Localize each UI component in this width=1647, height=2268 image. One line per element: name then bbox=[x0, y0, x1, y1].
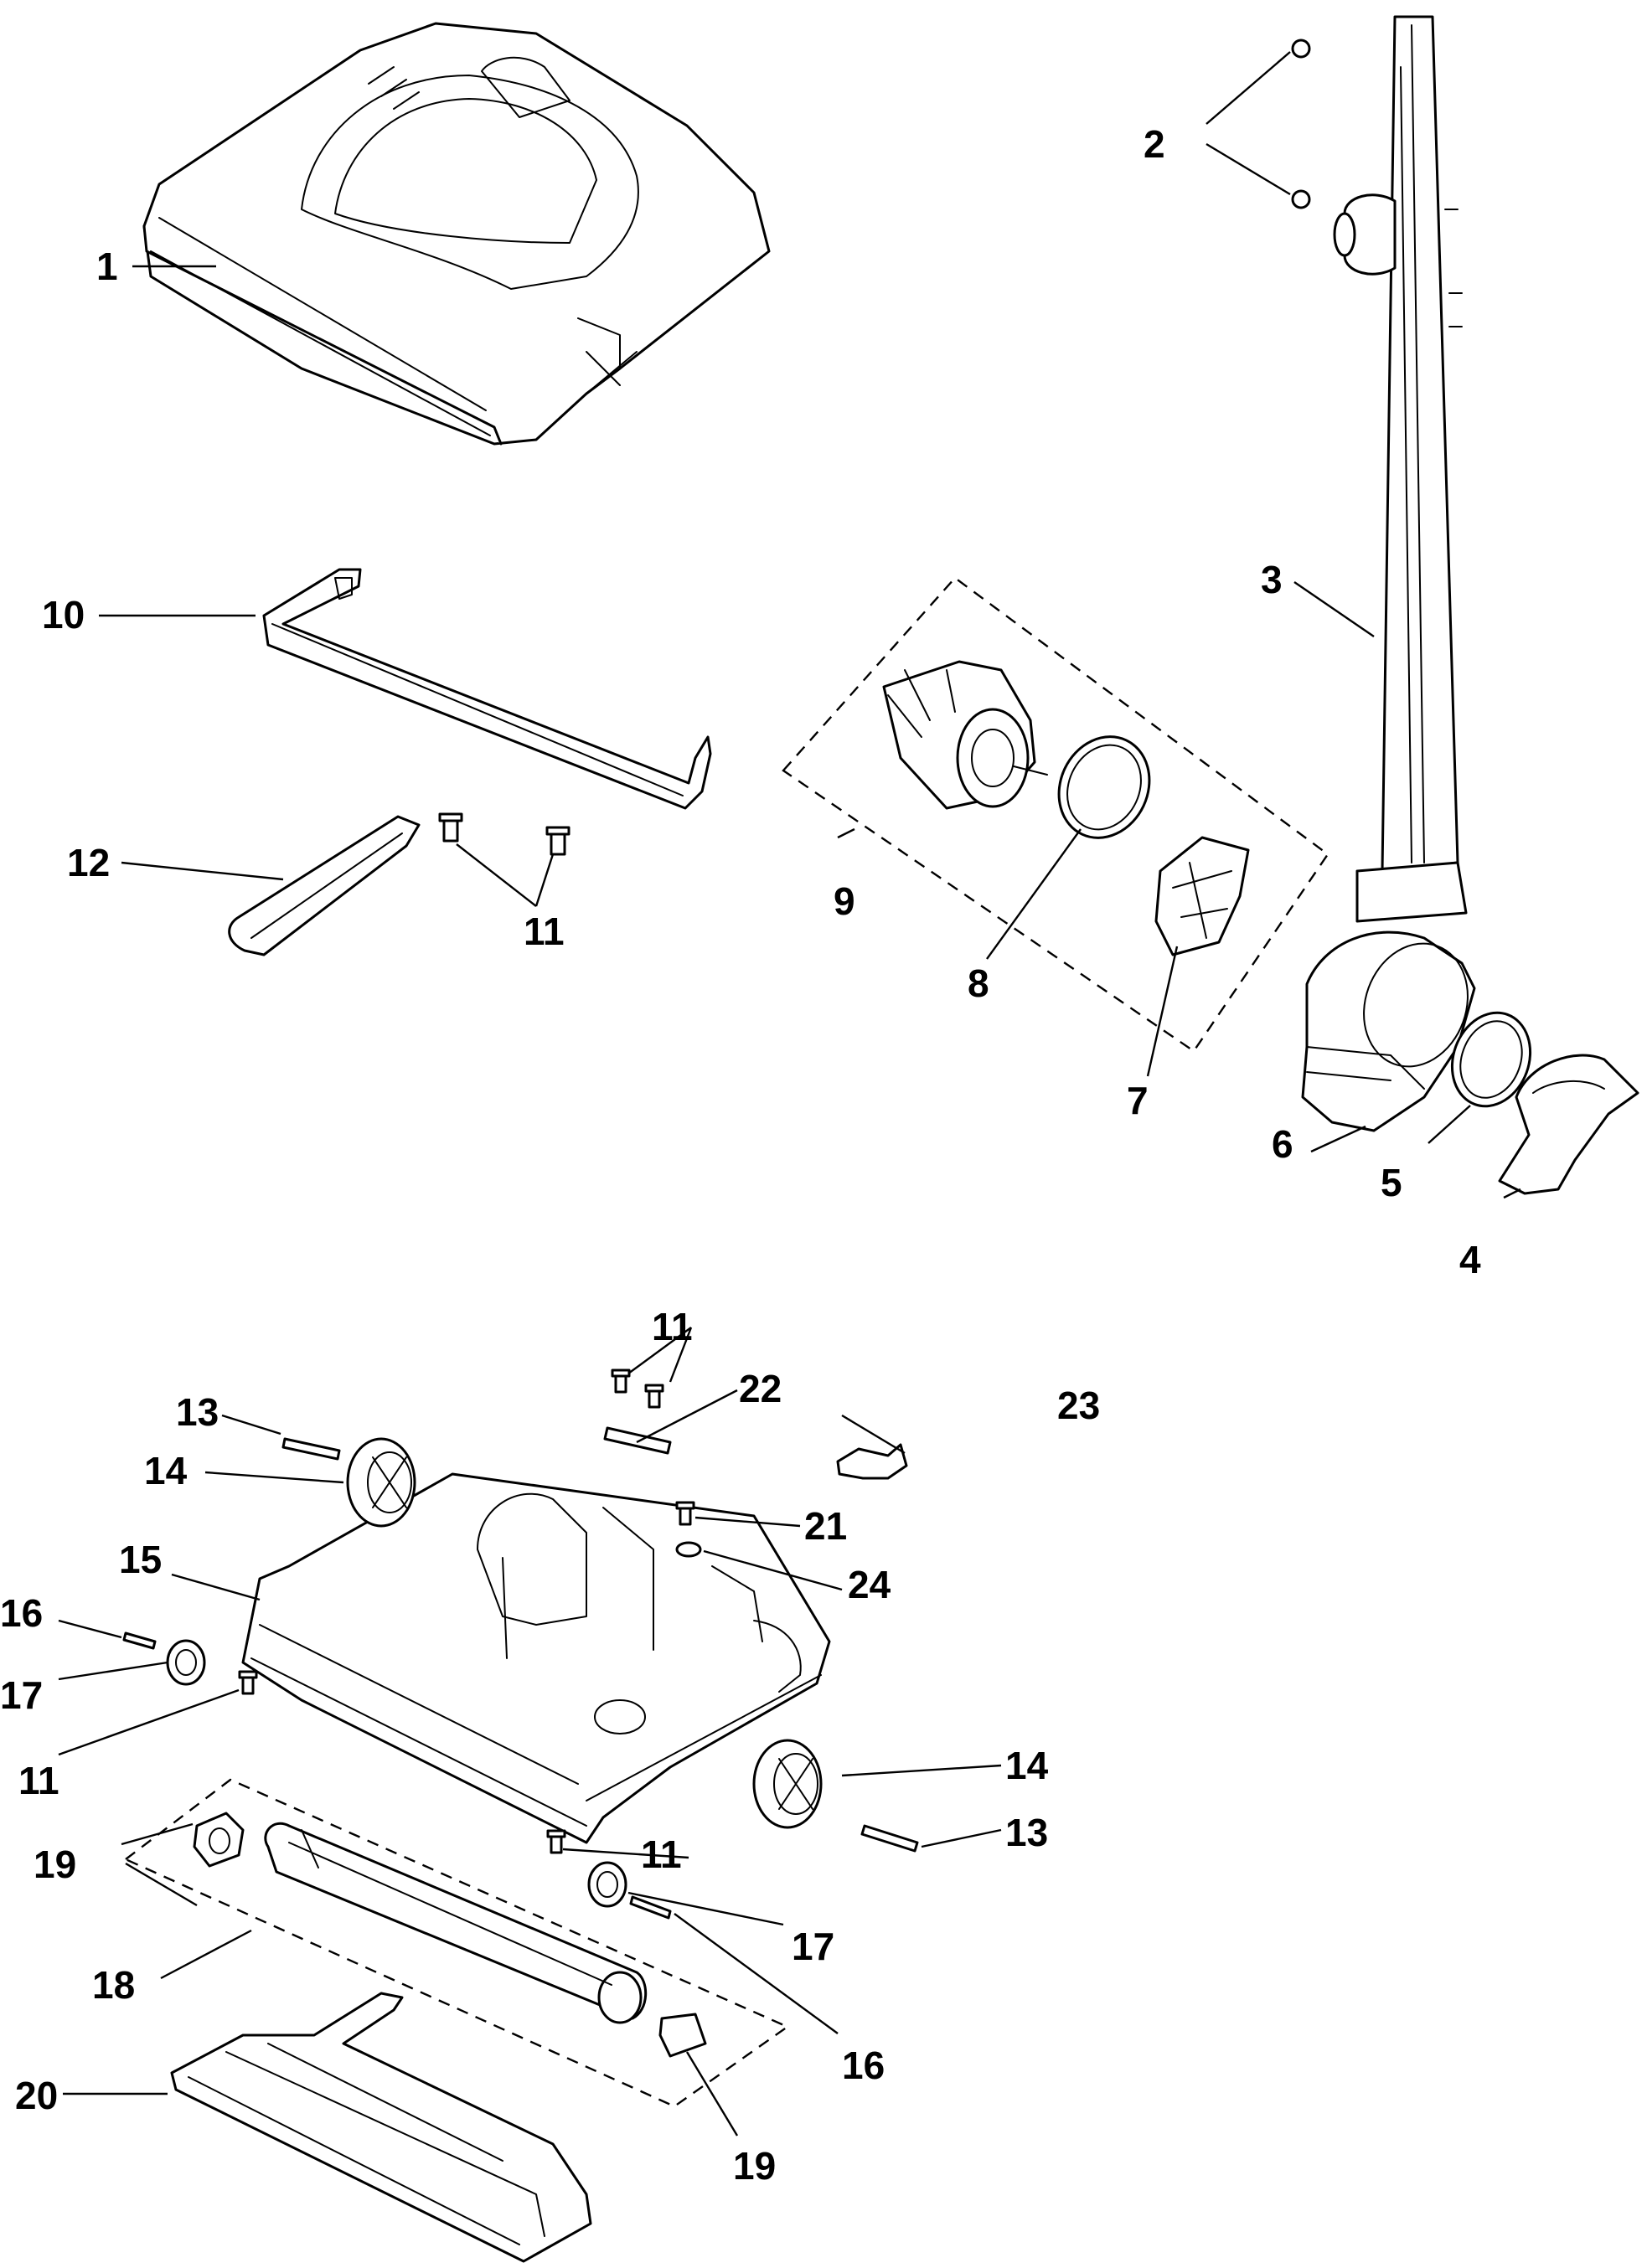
callout-13-right: 13 bbox=[1005, 1811, 1048, 1854]
callout-12: 12 bbox=[67, 841, 110, 884]
callout-19-right: 19 bbox=[733, 2144, 776, 2188]
callout-11-top: 11 bbox=[652, 1305, 693, 1348]
part-latch bbox=[603, 1426, 672, 1455]
callout-11-left: 11 bbox=[18, 1759, 59, 1802]
callout-8: 8 bbox=[968, 961, 989, 1005]
part-nuts bbox=[1291, 39, 1311, 209]
part-screws-upper bbox=[438, 812, 571, 856]
callout-14-right: 14 bbox=[1005, 1744, 1049, 1787]
callout-15: 15 bbox=[119, 1538, 162, 1581]
part-motor-group bbox=[782, 576, 1329, 1053]
callout-14-left: 14 bbox=[144, 1449, 188, 1492]
callout-1: 1 bbox=[96, 245, 118, 288]
callout-17-right: 17 bbox=[792, 1925, 834, 1968]
callout-24: 24 bbox=[848, 1563, 891, 1606]
callout-16-left: 16 bbox=[0, 1591, 43, 1635]
part-gasket-small bbox=[1450, 1011, 1532, 1108]
leader-lines bbox=[58, 51, 1521, 2137]
part-washer bbox=[675, 1541, 702, 1558]
callout-17-left: 17 bbox=[0, 1673, 43, 1717]
callout-23: 23 bbox=[1057, 1384, 1100, 1427]
callout-7: 7 bbox=[1127, 1079, 1149, 1122]
callout-19-left: 19 bbox=[34, 1843, 76, 1886]
part-bail bbox=[262, 568, 712, 810]
callout-20: 20 bbox=[15, 2074, 58, 2117]
part-fan-housing bbox=[1301, 930, 1476, 1132]
part-link bbox=[228, 815, 421, 956]
callout-3: 3 bbox=[1261, 558, 1283, 601]
callout-18: 18 bbox=[92, 1963, 135, 2007]
callout-10: 10 bbox=[42, 593, 85, 637]
part-rollers bbox=[166, 1639, 627, 1908]
callout-2: 2 bbox=[1144, 122, 1165, 166]
callout-5: 5 bbox=[1381, 1161, 1402, 1204]
callout-4: 4 bbox=[1459, 1238, 1481, 1281]
callout-6: 6 bbox=[1272, 1122, 1293, 1166]
callout-11-upper: 11 bbox=[524, 910, 565, 953]
callout-16-right: 16 bbox=[842, 2044, 885, 2087]
part-handle-tube bbox=[1333, 15, 1468, 923]
part-axles bbox=[122, 1437, 919, 1920]
callout-21: 21 bbox=[804, 1504, 847, 1548]
part-screws-lower bbox=[238, 1369, 695, 1854]
callout-labels: 1 2 3 4 5 6 7 8 9 10 11 12 11 13 14 22 2… bbox=[0, 122, 1481, 2188]
callout-11-bottom: 11 bbox=[641, 1832, 682, 1876]
part-base bbox=[241, 1472, 831, 1844]
part-sole-plate bbox=[170, 1992, 592, 2263]
callout-9: 9 bbox=[834, 879, 855, 923]
part-hood bbox=[142, 22, 771, 446]
part-brushroll-group bbox=[123, 1778, 790, 2108]
part-wheels bbox=[346, 1437, 823, 1829]
callout-13-left: 13 bbox=[176, 1390, 219, 1434]
part-switch bbox=[836, 1443, 908, 1480]
part-nozzle bbox=[1498, 1054, 1639, 1195]
callout-22: 22 bbox=[739, 1367, 782, 1410]
